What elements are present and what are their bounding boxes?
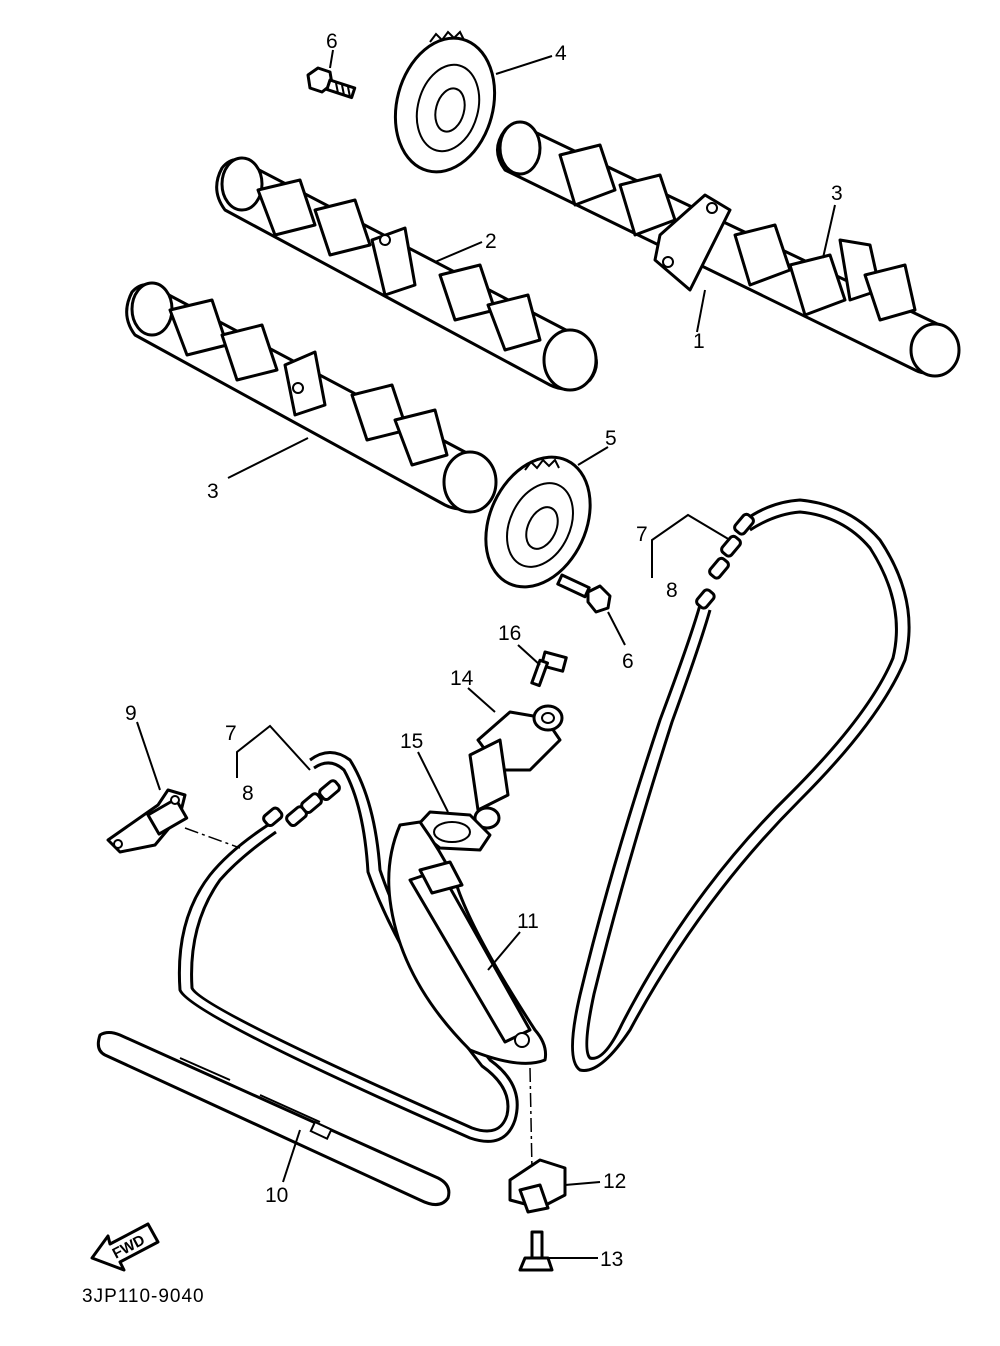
master-link-part-7-left (285, 779, 341, 828)
callout-4: 4 (555, 42, 567, 65)
callout-9: 9 (125, 702, 137, 725)
camshaft-part-3-right (496, 120, 961, 378)
callout-2: 2 (485, 230, 497, 253)
callout-8-right: 8 (666, 579, 678, 602)
chain-tensioner-guide-part-11 (387, 820, 547, 1065)
callout-1: 1 (693, 330, 705, 353)
master-link-part-7-right (708, 512, 755, 580)
callout-15: 15 (400, 730, 423, 753)
callout-11: 11 (517, 910, 539, 933)
callout-6-upper: 6 (326, 30, 338, 53)
bolt-part-13 (518, 1230, 554, 1272)
callout-8-left: 8 (242, 782, 254, 805)
chain-tensioner-part-14 (468, 704, 564, 830)
callout-5: 5 (605, 427, 617, 450)
timing-chain-right (571, 498, 911, 1072)
callout-7-left: 7 (225, 722, 237, 745)
bolt-part-6-lower (556, 573, 612, 614)
camshaft-part-2 (215, 156, 598, 392)
callout-7-right: 7 (636, 523, 648, 546)
callout-10: 10 (265, 1184, 288, 1207)
callout-13: 13 (600, 1248, 623, 1271)
callout-6-lower: 6 (622, 650, 634, 673)
clip-part-8-right (695, 588, 716, 610)
timing-chain-left (177, 751, 519, 1143)
cam-sprocket-part-4 (393, 30, 497, 174)
callout-12: 12 (603, 1170, 626, 1193)
camshaft-part-3-left (125, 281, 498, 514)
callout-16: 16 (498, 622, 521, 645)
bracket-part-12 (508, 1158, 567, 1214)
bearing-cap-part-1 (653, 193, 732, 292)
diagram-code: 3JP110-9040 (82, 1286, 205, 1307)
callout-3-right: 3 (831, 182, 843, 205)
cam-sprocket-part-5 (484, 455, 592, 589)
callout-3-left: 3 (207, 480, 219, 503)
callout-14: 14 (450, 667, 474, 690)
forward-direction-arrow: FWD (90, 1222, 160, 1272)
bolt-part-16 (530, 650, 568, 688)
chain-guide-stopper-part-9 (106, 788, 189, 854)
bolt-part-6-upper (306, 66, 357, 100)
clip-part-8-left (262, 806, 284, 828)
chain-guide-part-10 (96, 1031, 451, 1206)
